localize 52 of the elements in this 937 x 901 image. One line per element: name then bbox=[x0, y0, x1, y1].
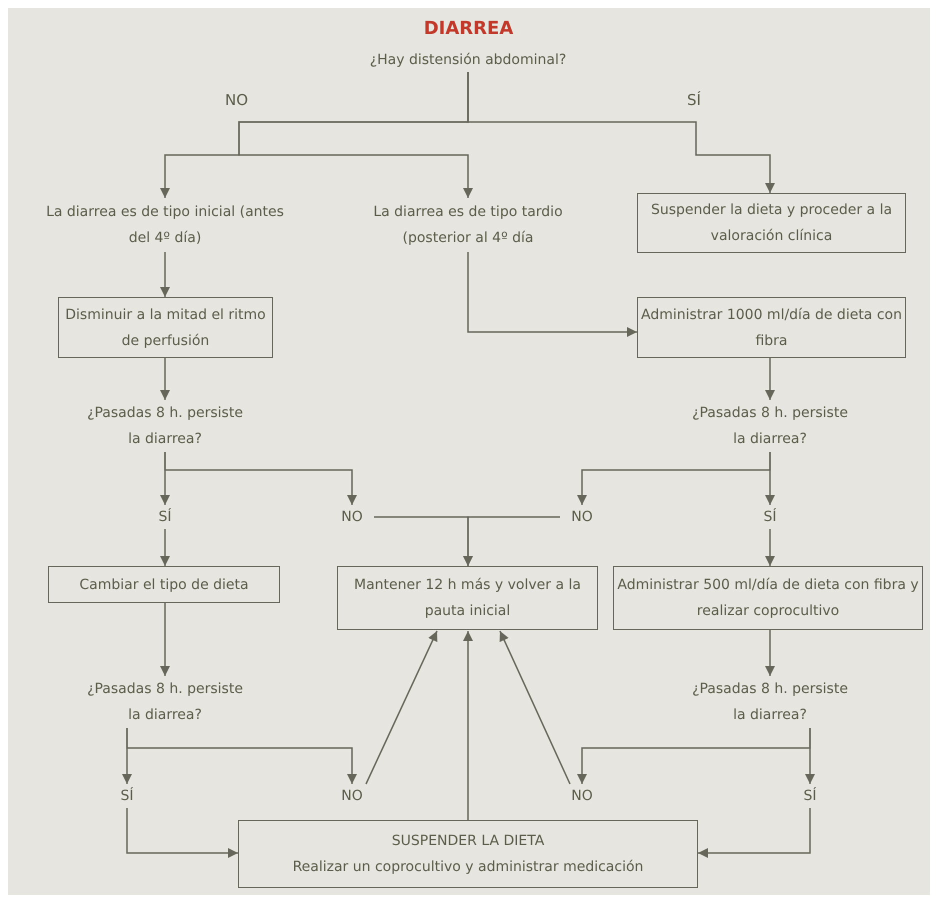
arrow bbox=[463, 516, 560, 566]
arrow bbox=[765, 630, 775, 676]
flow-text: ¿Pasadas 8 h. persiste la diarrea? bbox=[86, 404, 244, 449]
flow-text: La diarrea es de tipo inicial (antes del 4º día) bbox=[45, 203, 285, 248]
box-text: Administrar 1000 ml/día de dieta con fibra bbox=[640, 306, 903, 350]
flow-text: SÍ bbox=[120, 786, 134, 806]
branch-label: SÍ bbox=[687, 91, 701, 109]
branch-label: NO bbox=[225, 91, 248, 109]
flow-text: NO bbox=[571, 508, 593, 527]
box-text: Administrar 500 ml/día de dieta con fibra y realizar coprocultivo bbox=[616, 576, 920, 621]
box-text: Mantener 12 h más y volver a la pauta inicial bbox=[353, 576, 582, 621]
process-box bbox=[58, 297, 273, 358]
flow-text: NO bbox=[571, 787, 593, 806]
arrow bbox=[160, 358, 170, 400]
flow-text: ¿Hay distensión abdominal? bbox=[370, 51, 566, 70]
process-box bbox=[238, 820, 698, 888]
flow-text: SÍ bbox=[763, 507, 776, 527]
arrow bbox=[463, 631, 473, 820]
flow-text: NO bbox=[341, 508, 363, 527]
arrow bbox=[126, 808, 238, 858]
arrow bbox=[499, 630, 571, 784]
arrow bbox=[160, 529, 170, 566]
arrow bbox=[467, 252, 637, 337]
flow-text: La diarrea es de tipo tardio (posterior al 4º día bbox=[372, 203, 564, 248]
arrow bbox=[765, 358, 775, 400]
arrow bbox=[765, 452, 775, 505]
box-text: Cambiar el tipo de dieta bbox=[79, 576, 249, 594]
flow-text: SÍ bbox=[803, 786, 816, 806]
process-box bbox=[613, 566, 923, 630]
arrow bbox=[765, 529, 775, 566]
arrow bbox=[467, 72, 775, 193]
process-box bbox=[48, 566, 280, 603]
diagram-title: DIARREA bbox=[422, 18, 514, 39]
arrow bbox=[164, 452, 357, 505]
arrow bbox=[698, 808, 811, 858]
box-text: Disminuir a la mitad el ritmo de perfusión bbox=[64, 306, 267, 350]
arrow bbox=[126, 728, 357, 784]
box-text: Realizar un coprocultivo y administrar medicación bbox=[292, 858, 644, 877]
arrow bbox=[805, 728, 815, 784]
process-box bbox=[637, 193, 906, 253]
process-box bbox=[637, 297, 906, 358]
arrow bbox=[160, 252, 170, 297]
arrow bbox=[160, 603, 170, 676]
box-heading: SUSPENDER LA DIETA bbox=[392, 832, 544, 851]
flow-text: NO bbox=[341, 787, 363, 806]
box-text: Suspender la dieta y proceder a la valoración clínica bbox=[650, 201, 894, 246]
process-box bbox=[337, 566, 598, 630]
flow-text: ¿Pasadas 8 h. persiste la diarrea? bbox=[691, 404, 849, 449]
arrow bbox=[365, 630, 438, 784]
flow-text: ¿Pasadas 8 h. persiste la diarrea? bbox=[86, 680, 244, 725]
flow-text: SÍ bbox=[158, 507, 172, 527]
flow-text: ¿Pasadas 8 h. persiste la diarrea? bbox=[691, 680, 849, 725]
